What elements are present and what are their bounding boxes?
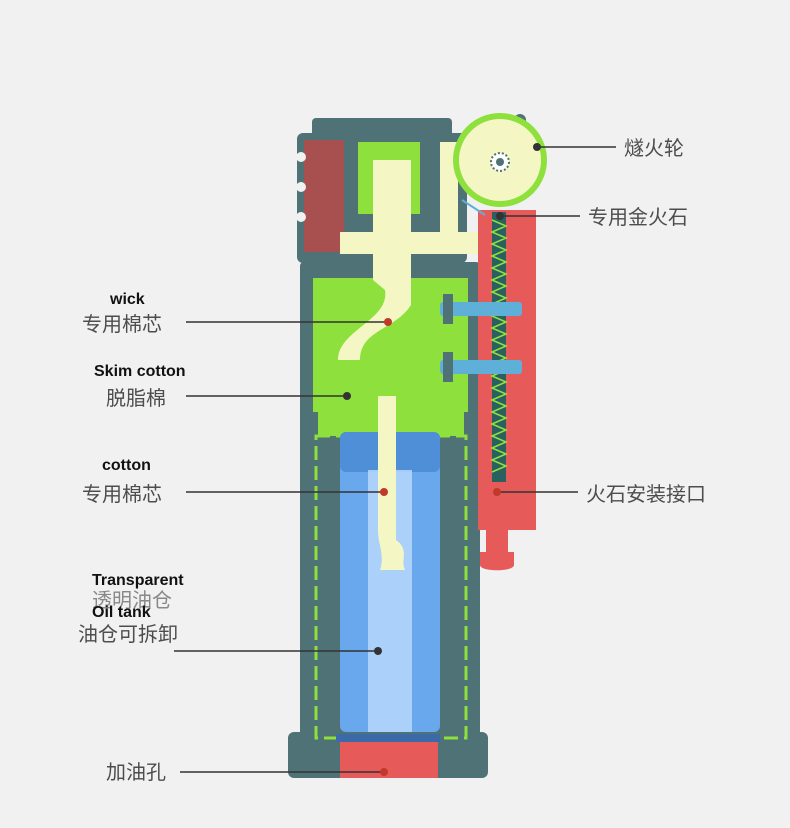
label-oil-tank-cn-1: 透明油仓 <box>92 588 172 612</box>
label-flint-interface: 火石安装接口 <box>586 482 706 506</box>
label-oil-tank-en-2: Oil tank <box>92 604 151 621</box>
label-wick-en: wick <box>110 291 145 308</box>
wick <box>338 160 411 570</box>
flint-wheel <box>453 113 547 216</box>
label-fill-hole: 加油孔 <box>106 760 166 784</box>
label-flint-wheel: 燧火轮 <box>624 136 684 160</box>
skim-cotton-chamber <box>313 278 468 740</box>
label-cotton-en: cotton <box>102 457 151 474</box>
flint-mechanism <box>440 210 536 571</box>
label-oil-tank-en-1: Transparent <box>92 572 184 589</box>
label-cotton-cn: 专用棉芯 <box>82 482 162 506</box>
label-flint: 专用金火石 <box>588 205 688 229</box>
leader-dots <box>343 143 541 776</box>
label-skim-cotton-cn: 脱脂棉 <box>106 386 166 410</box>
label-skim-cotton-en: Skim cotton <box>94 363 186 380</box>
leader-lines <box>174 146 616 773</box>
label-oil-tank-cn-2: 油仓可拆卸 <box>78 622 178 646</box>
label-wick-cn: 专用棉芯 <box>82 312 162 336</box>
